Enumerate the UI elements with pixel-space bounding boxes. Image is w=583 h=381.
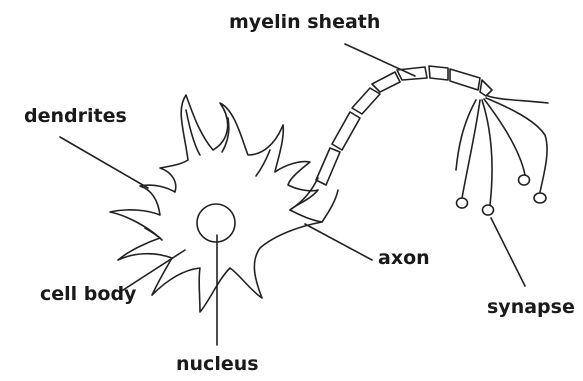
myelin-sheath-label: myelin sheath (229, 13, 380, 32)
axon-leader (305, 224, 372, 260)
synapse-label: synapse (487, 298, 575, 317)
nucleus-shape (197, 204, 235, 242)
synapse-leader (491, 218, 525, 286)
cell-body-label: cell body (40, 285, 136, 304)
dendrites-leader (60, 137, 148, 188)
dendrite-inner-line-4 (145, 228, 162, 240)
dendrites-label: dendrites (24, 107, 127, 126)
dendrite-inner-line-1 (186, 110, 200, 155)
myelin-sheath-leader (345, 44, 415, 76)
axon-terminals (456, 96, 548, 215)
axon-shape (290, 178, 338, 222)
axon-label: axon (378, 249, 430, 268)
nucleus-label: nucleus (176, 355, 259, 374)
